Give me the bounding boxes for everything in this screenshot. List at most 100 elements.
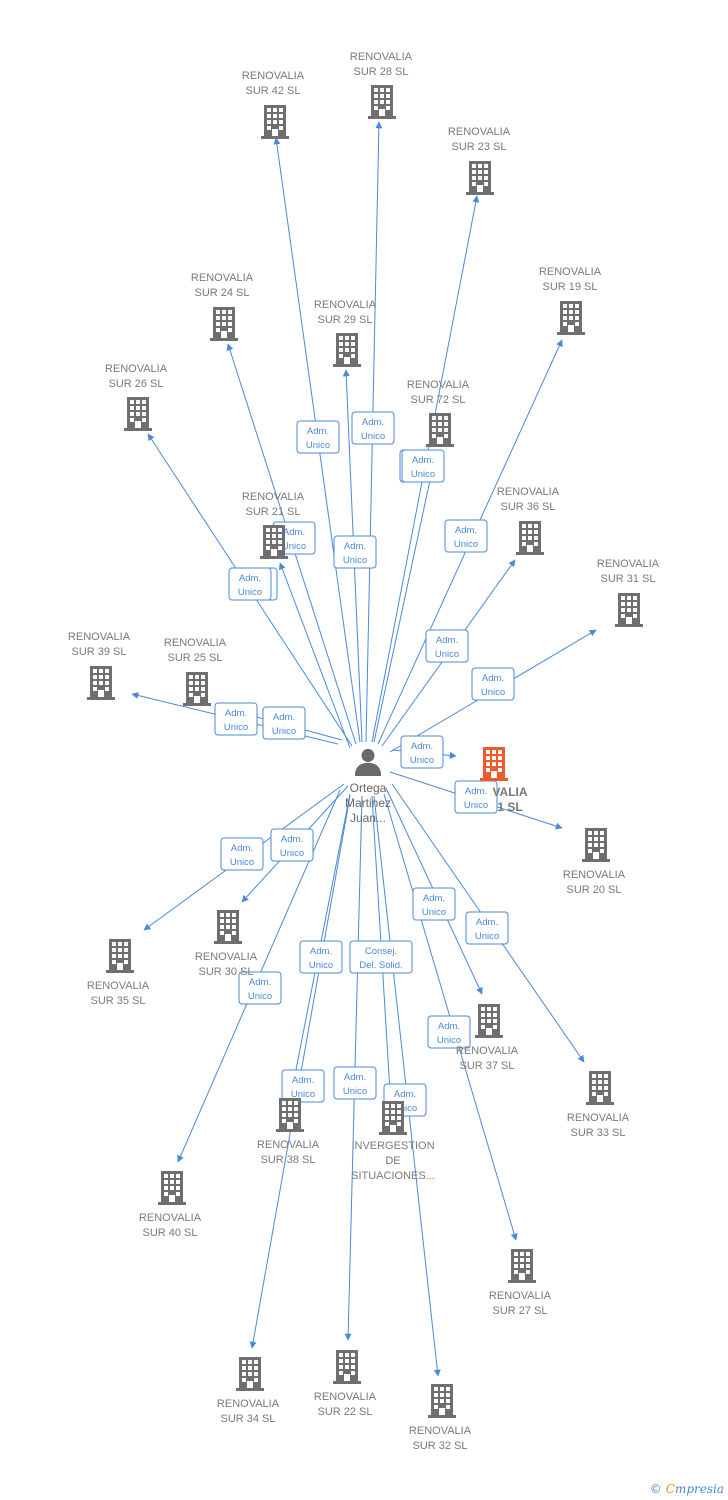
edge-label-box — [471, 667, 515, 701]
edge-label-box — [281, 1069, 325, 1103]
building-icon — [516, 521, 544, 555]
company-name-line: RENOVALIA — [191, 272, 254, 284]
company-name-line: SUR 23 SL — [451, 141, 506, 153]
company-name-line: RENOVALIA — [164, 637, 227, 649]
company-name-line: RENOVALIA — [489, 1290, 552, 1302]
edge-label-sur28[interactable]: Adm.Unico — [351, 411, 395, 445]
edge-label-sur25[interactable]: Adm.Unico — [262, 706, 306, 740]
company-name-line: RENOVALIA — [314, 299, 377, 311]
person-node[interactable]: OrtegaMartinezJuan... — [345, 748, 391, 825]
edge-label-sur35[interactable]: Adm.Unico — [220, 837, 264, 871]
edge-label-sur27[interactable]: Adm.Unico — [427, 1015, 471, 1049]
company-name-line: RENOVALIA — [407, 379, 470, 391]
edge-label-box — [349, 940, 413, 974]
company-name-line: RENOVALIA — [242, 491, 305, 503]
company-name-line: RENOVALIA — [257, 1139, 320, 1151]
edge-label-sur31[interactable]: Adm.Unico — [471, 667, 515, 701]
company-name-line: SUR 39 SL — [71, 646, 126, 658]
company-name-line: SUR 29 SL — [317, 314, 372, 326]
company-name-line: SUR 38 SL — [260, 1154, 315, 1166]
edge-label-sur22[interactable]: Adm.Unico — [333, 1066, 377, 1100]
edge-label-sur38[interactable]: Adm.Unico — [299, 940, 343, 974]
edge-label-text: Consej. — [365, 946, 397, 957]
building-icon — [333, 333, 361, 367]
company-node-sur23[interactable]: RENOVALIA SUR 23 SL — [448, 126, 511, 195]
company-name-line: SUR 40 SL — [142, 1227, 197, 1239]
company-name-line: SUR 28 SL — [353, 66, 408, 78]
edge-label-sur40[interactable]: Adm.Unico — [238, 971, 282, 1005]
edge-label-sur42[interactable]: Adm.Unico — [296, 420, 340, 454]
edge-label-sur30[interactable]: Adm.Unico — [270, 828, 314, 862]
edge-label-box — [425, 629, 469, 663]
company-name-line: RENOVALIA — [497, 486, 560, 498]
edge-label-sur33[interactable]: Adm.Unico — [465, 911, 509, 945]
edge-label-sur29[interactable]: Adm.Unico — [333, 535, 377, 569]
edge-label-sur26[interactable]: Adm.Unico — [228, 567, 272, 601]
edge-label-text: Adm. — [344, 541, 366, 552]
building-icon — [379, 1101, 407, 1135]
edge-label-sur19[interactable]: Adm.Unico — [444, 519, 488, 553]
edge-label-box — [228, 567, 272, 601]
edge-label-box — [351, 411, 395, 445]
company-node-sur24[interactable]: RENOVALIA SUR 24 SL — [191, 272, 254, 341]
edge-label-sur37[interactable]: Adm.Unico — [412, 887, 456, 921]
edge-label-sur36[interactable]: Adm.Unico — [425, 629, 469, 663]
company-node-sur28[interactable]: RENOVALIA SUR 28 SL — [350, 51, 413, 119]
edge-label-text: Adm. — [231, 843, 253, 854]
edge-label-text: Adm. — [455, 525, 477, 536]
company-node-sur29[interactable]: RENOVALIA SUR 29 SL — [314, 299, 377, 367]
company-node-sur27[interactable]: RENOVALIA SUR 27 SL — [489, 1249, 552, 1317]
company-name-line: SUR 21 SL — [245, 506, 300, 518]
edge-label-invergestion[interactable]: Consej.Del. Solid. — [349, 940, 413, 974]
company-name-line: SUR 24 SL — [194, 287, 249, 299]
company-node-sur21[interactable]: RENOVALIA SUR 21 SL — [242, 491, 305, 559]
company-name-line: RENOVALIA — [448, 126, 511, 138]
edge-label-text: Adm. — [411, 741, 433, 752]
edge-label-sur39[interactable]: Adm.Unico — [214, 702, 258, 736]
edge-label-box — [454, 780, 498, 814]
edge-line-sur72 — [373, 451, 439, 743]
edge-label-sur72[interactable]: Adm.Unico — [401, 449, 445, 483]
company-node-sur38[interactable]: RENOVALIA SUR 38 SL — [257, 1098, 320, 1166]
person-name-line: Ortega — [350, 781, 387, 795]
edge-label-sur34[interactable]: Adm.Unico — [281, 1069, 325, 1103]
edge-label-box — [427, 1015, 471, 1049]
edge-label-text: Unico — [224, 722, 248, 733]
company-name-line: RENOVALIA — [242, 70, 305, 82]
focus-company-name-line: 1 SL — [497, 800, 522, 814]
edge-label-box — [401, 449, 445, 483]
company-name-line: SUR 27 SL — [492, 1305, 547, 1317]
company-name-line: RENOVALIA — [597, 558, 660, 570]
footer-brand[interactable]: ©Cmpresia — [650, 1482, 724, 1496]
company-node-invergestion[interactable]: INVERGESTIONDESITUACIONES... — [351, 1101, 435, 1182]
edge-label-sur20[interactable]: Adm.Unico — [454, 780, 498, 814]
building-icon — [426, 413, 454, 447]
company-name-line: RENOVALIA — [105, 363, 168, 375]
company-name-line: SUR 22 SL — [317, 1406, 372, 1418]
edge-label-text: Unico — [291, 1089, 315, 1100]
edge-label-text: Unico — [272, 726, 296, 737]
edge-label-text: Unico — [306, 440, 330, 451]
company-name-line: RENOVALIA — [567, 1112, 630, 1124]
company-name-line: RENOVALIA — [350, 51, 413, 63]
edge-label-focus[interactable]: Adm.Unico — [400, 735, 444, 769]
